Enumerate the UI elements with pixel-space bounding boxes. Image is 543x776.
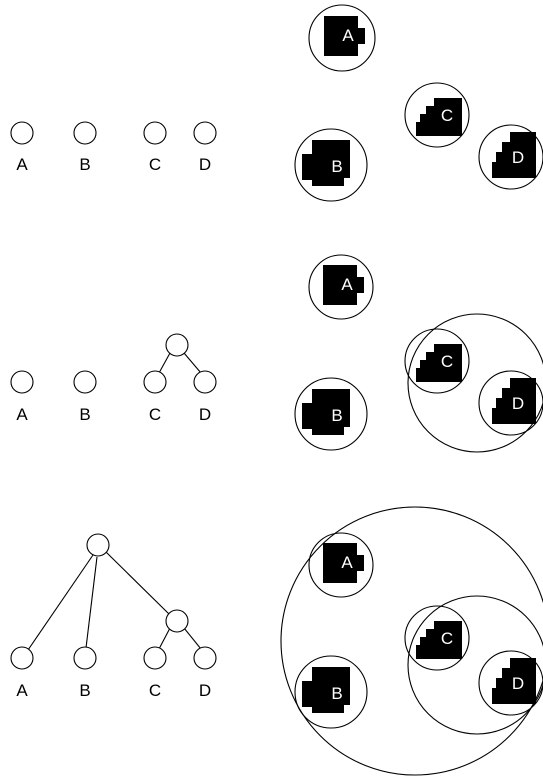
cluster-label-b: B [331, 157, 342, 176]
cluster-label-b: B [331, 406, 342, 425]
tree-leaf-a [10, 370, 34, 394]
tree-edge-cd-d [183, 627, 202, 650]
tree-label-d: D [199, 681, 211, 700]
tree-leaf-c [143, 646, 167, 670]
tree-node-root [86, 533, 110, 557]
cluster-label-c: C [441, 629, 453, 648]
cluster-ring-a [308, 4, 376, 72]
tree-leaf-a [10, 646, 34, 670]
tree-label-c: C [149, 681, 161, 700]
row-2-tree: A B C D [10, 333, 217, 424]
tree-label-b: B [79, 681, 90, 700]
tree-label-c: C [149, 155, 161, 174]
cluster-label-a: A [341, 275, 353, 294]
tree-leaf-d [193, 370, 217, 394]
cluster-blob-a [323, 543, 364, 583]
cluster-label-d: D [512, 148, 524, 167]
tree-edge-cd-c [158, 627, 171, 650]
cluster-blob-a [324, 16, 365, 56]
row-1-tree: A B C D [10, 121, 217, 174]
cluster-ring-root [280, 506, 543, 776]
cluster-ring-d [478, 124, 543, 190]
cluster-blob-b [302, 389, 350, 435]
cluster-ring-cd [407, 595, 543, 735]
tree-leaf-b [73, 646, 97, 670]
row-2-clusters: A B C D [294, 254, 543, 453]
tree-label-d: D [199, 405, 211, 424]
tree-label-b: B [79, 155, 90, 174]
tree-leaf-b [73, 370, 97, 394]
cluster-blob-b [302, 140, 350, 186]
tree-label-a: A [16, 681, 28, 700]
cluster-blob-c [416, 621, 462, 659]
tree-label-b: B [79, 405, 90, 424]
cluster-blob-c [416, 344, 462, 382]
tree-label-a: A [16, 405, 28, 424]
tree-leaf-d [193, 121, 217, 145]
tree-edge-root-b [85, 556, 98, 649]
tree-edge-root-cd [105, 551, 170, 615]
tree-leaf-b [73, 121, 97, 145]
tree-label-a: A [16, 155, 28, 174]
tree-leaf-d [193, 646, 217, 670]
cluster-ring-c [404, 82, 470, 148]
row-3-tree: A B C D [10, 533, 217, 700]
cluster-blob-d [492, 132, 536, 178]
cluster-blob-c [416, 98, 462, 136]
cluster-ring-cd [407, 313, 543, 453]
tree-leaf-c [143, 121, 167, 145]
tree-edge-root-a [27, 554, 94, 651]
cluster-ring-b [294, 128, 368, 202]
cluster-blob-b [302, 667, 350, 713]
tree-edge-cd-d [183, 352, 202, 374]
cluster-ring-c [404, 328, 470, 394]
cluster-ring-a [308, 254, 374, 320]
tree-leaf-c [143, 370, 167, 394]
tree-label-d: D [199, 155, 211, 174]
cluster-label-a: A [341, 553, 353, 572]
cluster-label-c: C [441, 352, 453, 371]
cluster-label-a: A [342, 26, 354, 45]
cluster-label-b: B [331, 684, 342, 703]
cluster-label-c: C [441, 106, 453, 125]
cluster-label-d: D [512, 394, 524, 413]
cluster-ring-c [404, 605, 470, 671]
cluster-ring-b [294, 377, 368, 451]
tree-label-c: C [149, 405, 161, 424]
cluster-ring-b [294, 655, 368, 729]
cluster-blob-d [492, 378, 536, 424]
cluster-blob-d [492, 658, 536, 704]
tree-edge-cd-c [158, 352, 171, 374]
cluster-ring-d [478, 650, 543, 716]
tree-leaf-a [10, 121, 34, 145]
cluster-blob-a [323, 265, 364, 305]
tree-node-cd [165, 333, 189, 357]
row-1-clusters: A B C D [294, 4, 543, 202]
tree-node-cd [165, 609, 189, 633]
cluster-label-d: D [512, 674, 524, 693]
cluster-ring-a [308, 532, 374, 598]
cluster-ring-d [478, 370, 543, 436]
row-3-clusters: A B C D [280, 506, 543, 776]
